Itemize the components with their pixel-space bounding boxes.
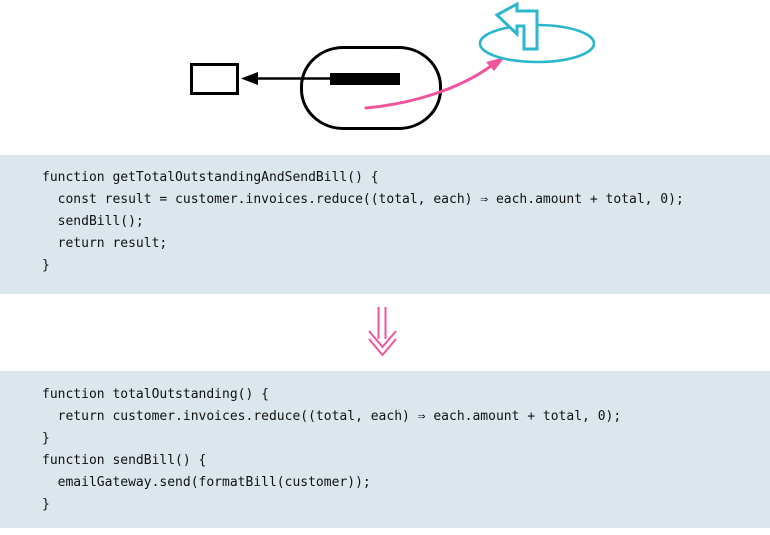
call-arrowhead-icon bbox=[241, 72, 258, 85]
extract-function-diagram bbox=[190, 1, 596, 130]
code-panel-after: function totalOutstanding() { return cus… bbox=[0, 371, 770, 528]
code-after: function totalOutstanding() { return cus… bbox=[42, 387, 622, 512]
caller-box-icon bbox=[190, 63, 239, 95]
extract-curve-arrow-icon bbox=[364, 64, 493, 110]
code-fragment-bar-icon bbox=[330, 73, 400, 85]
transform-down-arrow-icon bbox=[368, 307, 397, 357]
extract-curve-arrowhead-icon bbox=[486, 57, 505, 71]
code-panel-before: function getTotalOutstandingAndSendBill(… bbox=[0, 155, 770, 294]
return-arrow-icon bbox=[494, 1, 539, 51]
function-oval-icon bbox=[300, 46, 442, 130]
code-before: function getTotalOutstandingAndSendBill(… bbox=[42, 170, 684, 273]
double-down-arrow-strokes bbox=[368, 307, 397, 357]
